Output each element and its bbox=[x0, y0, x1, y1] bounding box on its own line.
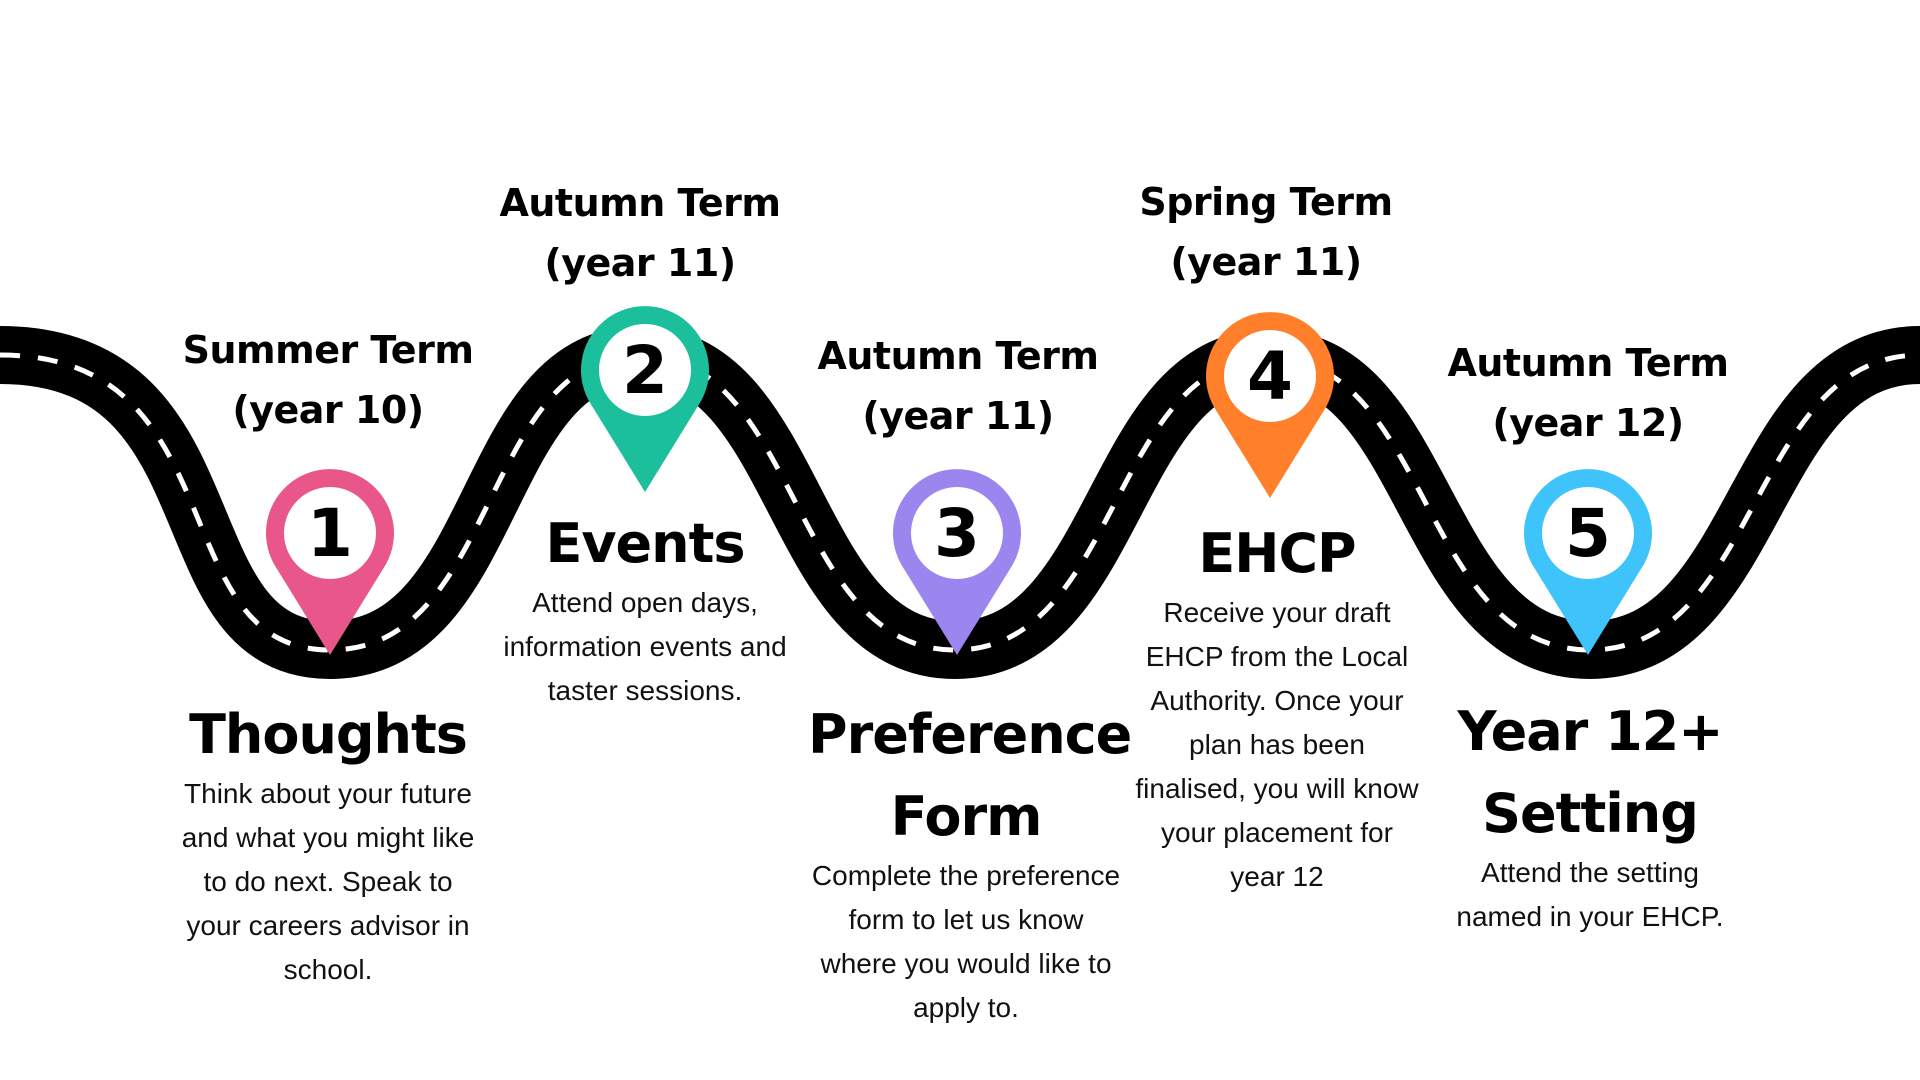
step-4-description: Receive your draft EHCP from the Local A… bbox=[1135, 597, 1419, 892]
step-3-term: Autumn Term bbox=[817, 334, 1099, 378]
step-5-title-line2: Setting bbox=[1482, 782, 1699, 845]
step-1-description: Think about your future and what you mig… bbox=[181, 778, 475, 985]
step-5-term: Autumn Term bbox=[1447, 341, 1729, 385]
step-2-description: Attend open days, information events and… bbox=[503, 587, 787, 706]
step-2-content: Events Attend open days, information eve… bbox=[495, 503, 795, 713]
road-center-line bbox=[0, 352, 1920, 653]
step-2-term: Autumn Term bbox=[499, 181, 781, 225]
pin-inner-circle bbox=[1224, 330, 1316, 422]
step-3-term-block: Autumn Term (year 11) bbox=[808, 326, 1108, 446]
step-1-term-block: Summer Term (year 10) bbox=[178, 320, 478, 440]
step-5-content: Year 12+ Setting Attend the setting name… bbox=[1440, 691, 1740, 939]
pin-inner-circle bbox=[599, 324, 691, 416]
map-pins: 1 2 3 4 5 bbox=[266, 306, 1652, 655]
step-2-year: (year 11) bbox=[544, 241, 736, 285]
pin-inner-circle bbox=[911, 487, 1003, 579]
step-3-number: 3 bbox=[934, 495, 980, 572]
step-1-title: Thoughts bbox=[189, 703, 468, 766]
step-3-map-pin-icon: 3 bbox=[893, 469, 1021, 655]
step-3-year: (year 11) bbox=[862, 394, 1054, 438]
step-2-title: Events bbox=[545, 512, 745, 575]
step-3-title: Preference bbox=[808, 703, 1132, 766]
step-4-title: EHCP bbox=[1198, 522, 1356, 585]
step-4-year: (year 11) bbox=[1170, 240, 1362, 284]
step-1-year: (year 10) bbox=[232, 388, 424, 432]
step-4-map-pin-icon: 4 bbox=[1206, 312, 1334, 498]
step-1-map-pin-icon: 1 bbox=[266, 469, 394, 655]
step-4-term: Spring Term bbox=[1139, 180, 1393, 224]
step-1-term: Summer Term bbox=[182, 328, 474, 372]
step-3-description: Complete the preference form to let us k… bbox=[811, 860, 1121, 1023]
step-4-number: 4 bbox=[1247, 338, 1293, 415]
step-4-content: EHCP Receive your draft EHCP from the Lo… bbox=[1132, 513, 1422, 899]
step-1-number: 1 bbox=[307, 495, 353, 572]
step-5-description: Attend the setting named in your EHCP. bbox=[1456, 857, 1724, 932]
step-5-title: Year 12+ bbox=[1457, 700, 1723, 763]
step-5-year: (year 12) bbox=[1492, 401, 1684, 445]
step-5-number: 5 bbox=[1565, 495, 1611, 572]
step-3-content: Preference Form Complete the preference … bbox=[808, 694, 1132, 1030]
step-3-title-line2: Form bbox=[890, 785, 1043, 848]
pin-inner-circle bbox=[1542, 487, 1634, 579]
step-2-number: 2 bbox=[622, 332, 668, 409]
step-4-term-block: Spring Term (year 11) bbox=[1116, 172, 1416, 292]
pin-inner-circle bbox=[284, 487, 376, 579]
step-5-term-block: Autumn Term (year 12) bbox=[1438, 333, 1738, 453]
step-5-map-pin-icon: 5 bbox=[1524, 469, 1652, 655]
step-2-map-pin-icon: 2 bbox=[581, 306, 710, 492]
step-2-term-block: Autumn Term (year 11) bbox=[490, 173, 790, 293]
step-1-content: Thoughts Think about your future and wha… bbox=[178, 694, 478, 992]
